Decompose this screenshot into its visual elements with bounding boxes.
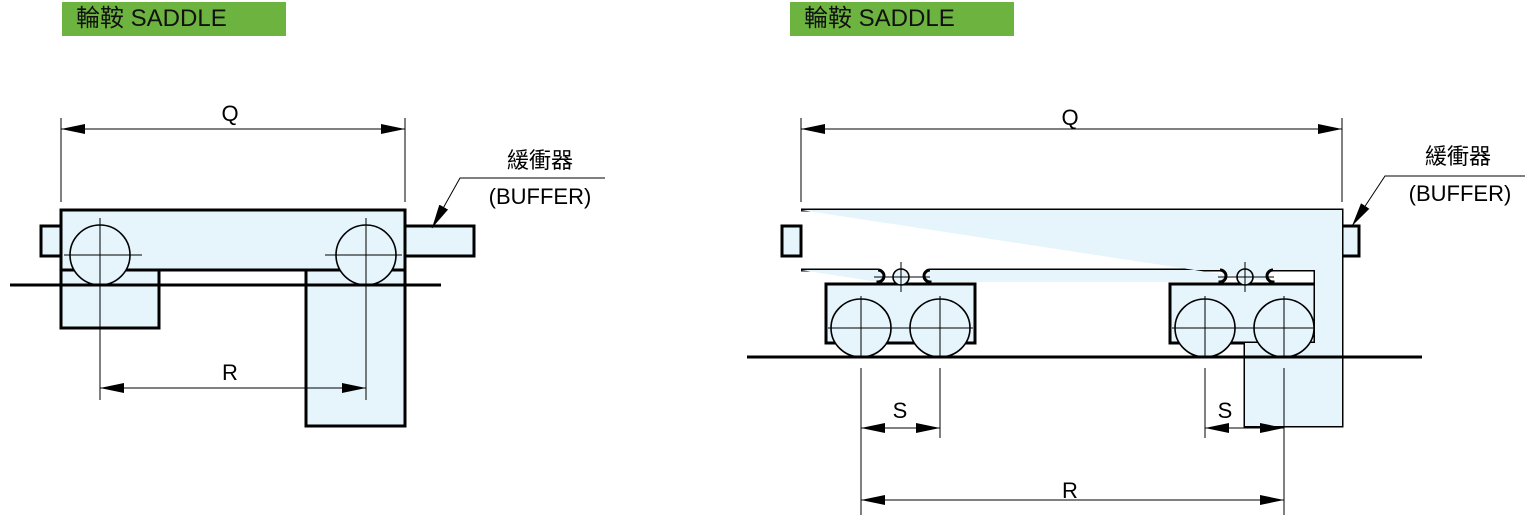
right-title-badge: 輪鞍 SADDLE (790, 2, 1014, 36)
r-label: R (222, 360, 238, 385)
left-saddle-drawing: Q R 緩衝器 (BUFFER) (10, 101, 605, 428)
s-label: S (1218, 398, 1233, 423)
buffer-leader (431, 177, 605, 229)
right-leg (304, 268, 407, 428)
r-label: R (1062, 478, 1078, 503)
right-buffer (403, 224, 476, 258)
left-buffer (39, 224, 63, 258)
body-fill (801, 210, 1342, 426)
right-buffer (1340, 224, 1361, 258)
buffer-label-en: (BUFFER) (489, 184, 592, 209)
buffer-label-cn: 緩衝器 (1425, 144, 1491, 169)
q-label: Q (1061, 105, 1078, 130)
s-label: S (893, 398, 908, 423)
right-saddle-drawing: Q S S R 緩衝器 (BUFFER) (747, 105, 1525, 515)
centerlines (828, 262, 1313, 357)
buffer-leader (1351, 175, 1525, 227)
q-label: Q (221, 101, 238, 126)
buffer-label-en: (BUFFER) (1409, 181, 1512, 206)
left-title-badge: 輪鞍 SADDLE (62, 2, 286, 36)
left-buffer (780, 224, 803, 258)
buffer-label-cn: 緩衝器 (507, 148, 573, 173)
